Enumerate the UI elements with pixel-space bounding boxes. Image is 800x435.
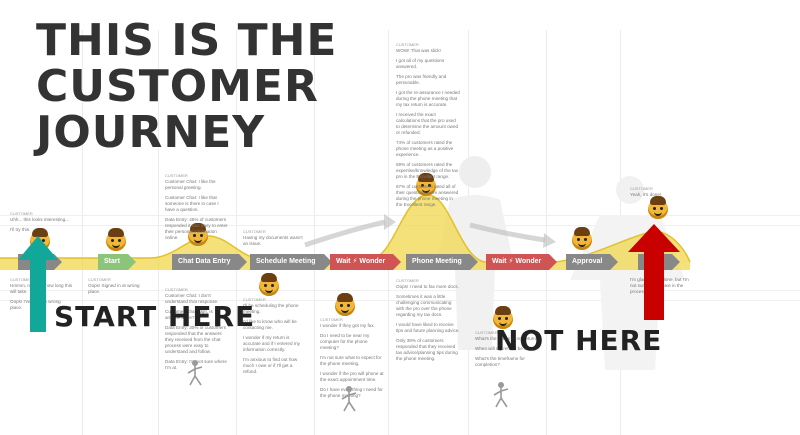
- note-line: Only 39% of customers responded that the…: [396, 338, 458, 361]
- note-line: Yeah, it's done!: [630, 192, 662, 197]
- customer-face-icon: [416, 173, 436, 196]
- note-line: Data Entry: 30% of customers responded t…: [165, 325, 227, 354]
- note-line: I wonder if the pro will phone at the ex…: [320, 371, 384, 382]
- note-line: Do I need to be near my computer for the…: [320, 333, 370, 350]
- step-chat-data-entry[interactable]: Chat Data Entry: [172, 254, 246, 270]
- note-intro: CUSTOMER Uhh... this looks interesting..…: [10, 211, 74, 237]
- note-label: CUSTOMER: [396, 278, 419, 283]
- note-phone-low: CUSTOMER Oops! I need to fax more docs. …: [396, 278, 460, 366]
- note-line: The pro was friendly and personable.: [396, 74, 447, 85]
- note-line: I'll be scheduling the phone meeting.: [243, 303, 299, 314]
- customer-face-icon: [493, 306, 513, 329]
- note-line: Customer Chat: I like the personal greet…: [165, 179, 216, 190]
- start-arrow-icon: [18, 236, 58, 332]
- note-line: I would have liked to receive tips and f…: [396, 322, 460, 333]
- note-line: I got all of my questions answered.: [396, 58, 445, 69]
- note-line: What's the timeframe for completion?: [475, 356, 525, 367]
- note-start: CUSTOMER Oops! Signed in at wrong place.: [88, 277, 152, 299]
- step-start[interactable]: Start: [98, 254, 136, 270]
- note-schedule-high: CUSTOMER Having my documents wasn't an i…: [243, 229, 307, 251]
- note-line: Uhh... this looks interesting...: [10, 217, 69, 222]
- step-approval[interactable]: Approval: [566, 254, 619, 270]
- step-sublabel: Wonder: [515, 258, 542, 265]
- column-divider: [388, 30, 389, 435]
- step-sublabel: Wonder: [359, 258, 386, 265]
- note-label: CUSTOMER: [630, 186, 653, 191]
- note-line: Oops! Signed in at wrong place.: [88, 283, 140, 294]
- note-line: I wonder if they got my fax.: [320, 323, 375, 328]
- note-phone-high: CUSTOMER WOW! That was slick! I got all …: [396, 42, 460, 212]
- grid-line: [0, 300, 800, 301]
- customer-face-icon: [188, 223, 208, 246]
- stick-figure-icon: [187, 360, 203, 386]
- note-line: Customer Chat: I like that someone is th…: [165, 195, 219, 212]
- note-line: When will my refund be sent?: [475, 346, 536, 351]
- column-divider: [314, 30, 315, 435]
- note-schedule-low: CUSTOMER I'll be scheduling the phone me…: [243, 297, 307, 379]
- note-label: CUSTOMER: [475, 330, 498, 335]
- note-line: WOW! That was slick!: [396, 48, 441, 53]
- note-line: I'm not sure what to expect for the phon…: [320, 355, 382, 366]
- step-label: Schedule Meeting: [256, 258, 316, 265]
- note-line: Customer Chat: Ugh, is anyone there?: [165, 309, 213, 320]
- note-label: CUSTOMER: [10, 277, 33, 282]
- end-arrow-icon: [628, 224, 680, 320]
- step-label: Phone Meeting: [412, 258, 462, 265]
- note-label: CUSTOMER: [320, 317, 343, 322]
- note-line: I got the re-assurance I needed during t…: [396, 90, 460, 107]
- start-here-label: START HERE: [54, 300, 256, 333]
- note-line: Sometimes it was a little challenging co…: [396, 294, 452, 317]
- note-line: Oops! I need to fax more docs.: [396, 284, 459, 289]
- step-label: Start: [104, 258, 120, 265]
- note-line: 74% of customers rated the phone meeting…: [396, 140, 454, 157]
- column-divider: [546, 30, 547, 435]
- note-line: I wonder if my return is accurate and if…: [243, 335, 300, 352]
- stick-figure-icon: [341, 386, 357, 412]
- step-schedule-meeting[interactable]: Schedule Meeting: [250, 254, 331, 270]
- note-label: CUSTOMER: [243, 297, 266, 302]
- note-label: CUSTOMER: [165, 287, 188, 292]
- note-wait-2: CUSTOMER What's the status of my return?…: [475, 330, 539, 372]
- note-label: CUSTOMER: [10, 211, 33, 216]
- customer-face-icon: [572, 227, 592, 250]
- step-wait-wonder-2[interactable]: Wait ⚡ Wonder: [486, 254, 558, 270]
- step-wait-wonder-1[interactable]: Wait ⚡ Wonder: [330, 254, 402, 270]
- grid-line: [0, 290, 800, 291]
- note-line: I received the exact calculations that t…: [396, 112, 459, 135]
- note-chat-high: CUSTOMER Customer Chat: I like the perso…: [165, 173, 229, 245]
- customer-face-icon: [259, 273, 279, 296]
- note-label: CUSTOMER: [165, 173, 188, 178]
- stick-figure-icon: [493, 382, 509, 408]
- note-line: 59% of customers rated the expertise/kno…: [396, 162, 459, 179]
- column-divider: [236, 30, 237, 435]
- grid-line: [0, 215, 800, 216]
- customer-face-icon: [648, 196, 668, 219]
- not-here-label: NOT HERE: [495, 324, 663, 357]
- customer-face-icon: [335, 293, 355, 316]
- note-line: I'm anxious to find out how much I owe o…: [243, 357, 298, 374]
- step-label: Wait: [336, 258, 351, 265]
- note-line: I'll try this.: [10, 227, 31, 232]
- note-line: 67% of customers rated all of their ques…: [396, 184, 459, 207]
- headline: THIS IS THE CUSTOMER JOURNEY: [36, 15, 338, 158]
- note-line: I'd like to know who will be contacting …: [243, 319, 297, 330]
- note-line: Data Entry: 45% of customers responded i…: [165, 217, 228, 240]
- note-label: CUSTOMER: [88, 277, 111, 282]
- customer-face-icon: [106, 228, 126, 251]
- step-phone-meeting[interactable]: Phone Meeting: [406, 254, 478, 270]
- note-line: Having my documents wasn't an issue.: [243, 235, 303, 246]
- step-label: Chat Data Entry: [178, 258, 231, 265]
- column-divider: [158, 30, 159, 435]
- step-label: Wait: [492, 258, 507, 265]
- note-line: Customer Chat: I don't understand that r…: [165, 293, 219, 304]
- step-label: Approval: [572, 258, 603, 265]
- note-label: CUSTOMER: [396, 42, 419, 47]
- column-divider: [82, 30, 83, 435]
- note-label: CUSTOMER: [243, 229, 266, 234]
- note-line: What's the status of my return?: [475, 336, 539, 341]
- note-approval-high: CUSTOMER Yeah, it's done!: [630, 186, 694, 202]
